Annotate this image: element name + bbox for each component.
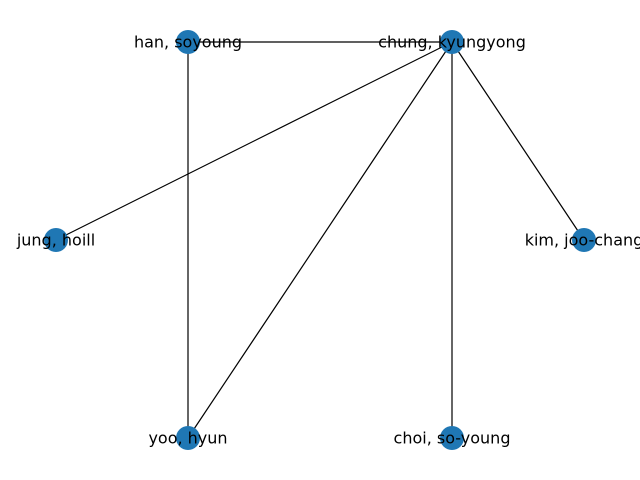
node-chung bbox=[440, 30, 464, 54]
node-label-yoo: yoo, hyun bbox=[148, 429, 227, 448]
edge-chung-kim bbox=[451, 41, 585, 241]
node-yoo bbox=[176, 426, 200, 450]
edge-chung-yoo bbox=[187, 41, 453, 439]
labels-layer: han, soyoung chung, kyungyong jung, hoill k… bbox=[16, 33, 640, 448]
node-jung bbox=[44, 228, 68, 252]
nodes-layer bbox=[44, 30, 596, 450]
node-label-kim: kim, joo-chang bbox=[525, 231, 640, 250]
edges-layer bbox=[55, 41, 585, 439]
node-label-chung: chung, kyungyong bbox=[378, 33, 526, 52]
node-label-han: han, soyoung bbox=[134, 33, 242, 52]
node-han bbox=[176, 30, 200, 54]
node-label-choi: choi, so-young bbox=[394, 429, 511, 448]
node-label-jung: jung, hoill bbox=[16, 231, 95, 250]
node-choi bbox=[440, 426, 464, 450]
node-kim bbox=[572, 228, 596, 252]
edge-chung-jung bbox=[55, 41, 453, 241]
